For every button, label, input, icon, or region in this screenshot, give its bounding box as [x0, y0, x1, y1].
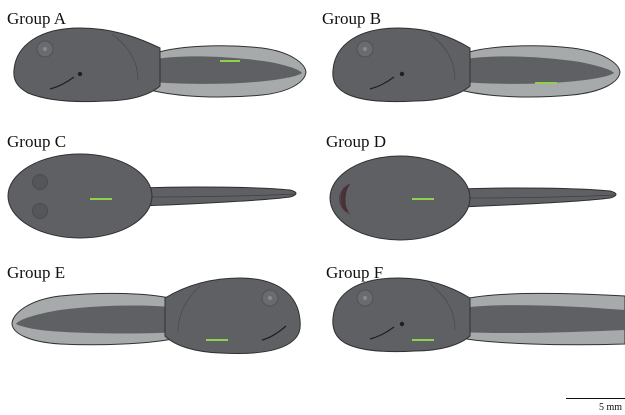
scale-marker	[535, 82, 557, 84]
scale-marker	[412, 198, 434, 200]
tadpole-f	[333, 278, 625, 352]
tadpole-e	[12, 278, 300, 354]
group-c-label: Group C	[7, 133, 66, 150]
scale-marker	[220, 60, 240, 62]
tail-muscle	[460, 305, 625, 333]
eye-highlight	[363, 47, 367, 51]
eye-left	[33, 175, 48, 190]
tadpole-c	[8, 154, 296, 238]
tadpole-b	[333, 28, 620, 102]
group-b-label: Group B	[322, 10, 381, 27]
tadpole-a	[14, 28, 306, 102]
scale-bar	[566, 398, 625, 399]
group-e-label: Group E	[7, 264, 65, 281]
tadpole-d	[330, 156, 616, 240]
spiracle	[400, 72, 404, 76]
group-d-label: Group D	[326, 133, 386, 150]
group-a-label: Group A	[7, 10, 66, 27]
spiracle	[78, 72, 82, 76]
scale-marker	[90, 198, 112, 200]
scale-marker	[412, 339, 434, 341]
scale-marker	[206, 339, 228, 341]
body	[333, 278, 470, 352]
eye-highlight	[363, 296, 367, 300]
body	[330, 156, 470, 240]
eye-highlight	[43, 47, 47, 51]
spiracle	[400, 322, 404, 326]
body	[333, 28, 470, 102]
body	[165, 278, 300, 354]
scale-bar-label: 5 mm	[599, 403, 622, 413]
group-f-label: Group F	[326, 264, 383, 281]
body	[8, 154, 152, 238]
eye-highlight	[268, 296, 272, 300]
body	[14, 28, 160, 102]
eye-right	[33, 204, 48, 219]
